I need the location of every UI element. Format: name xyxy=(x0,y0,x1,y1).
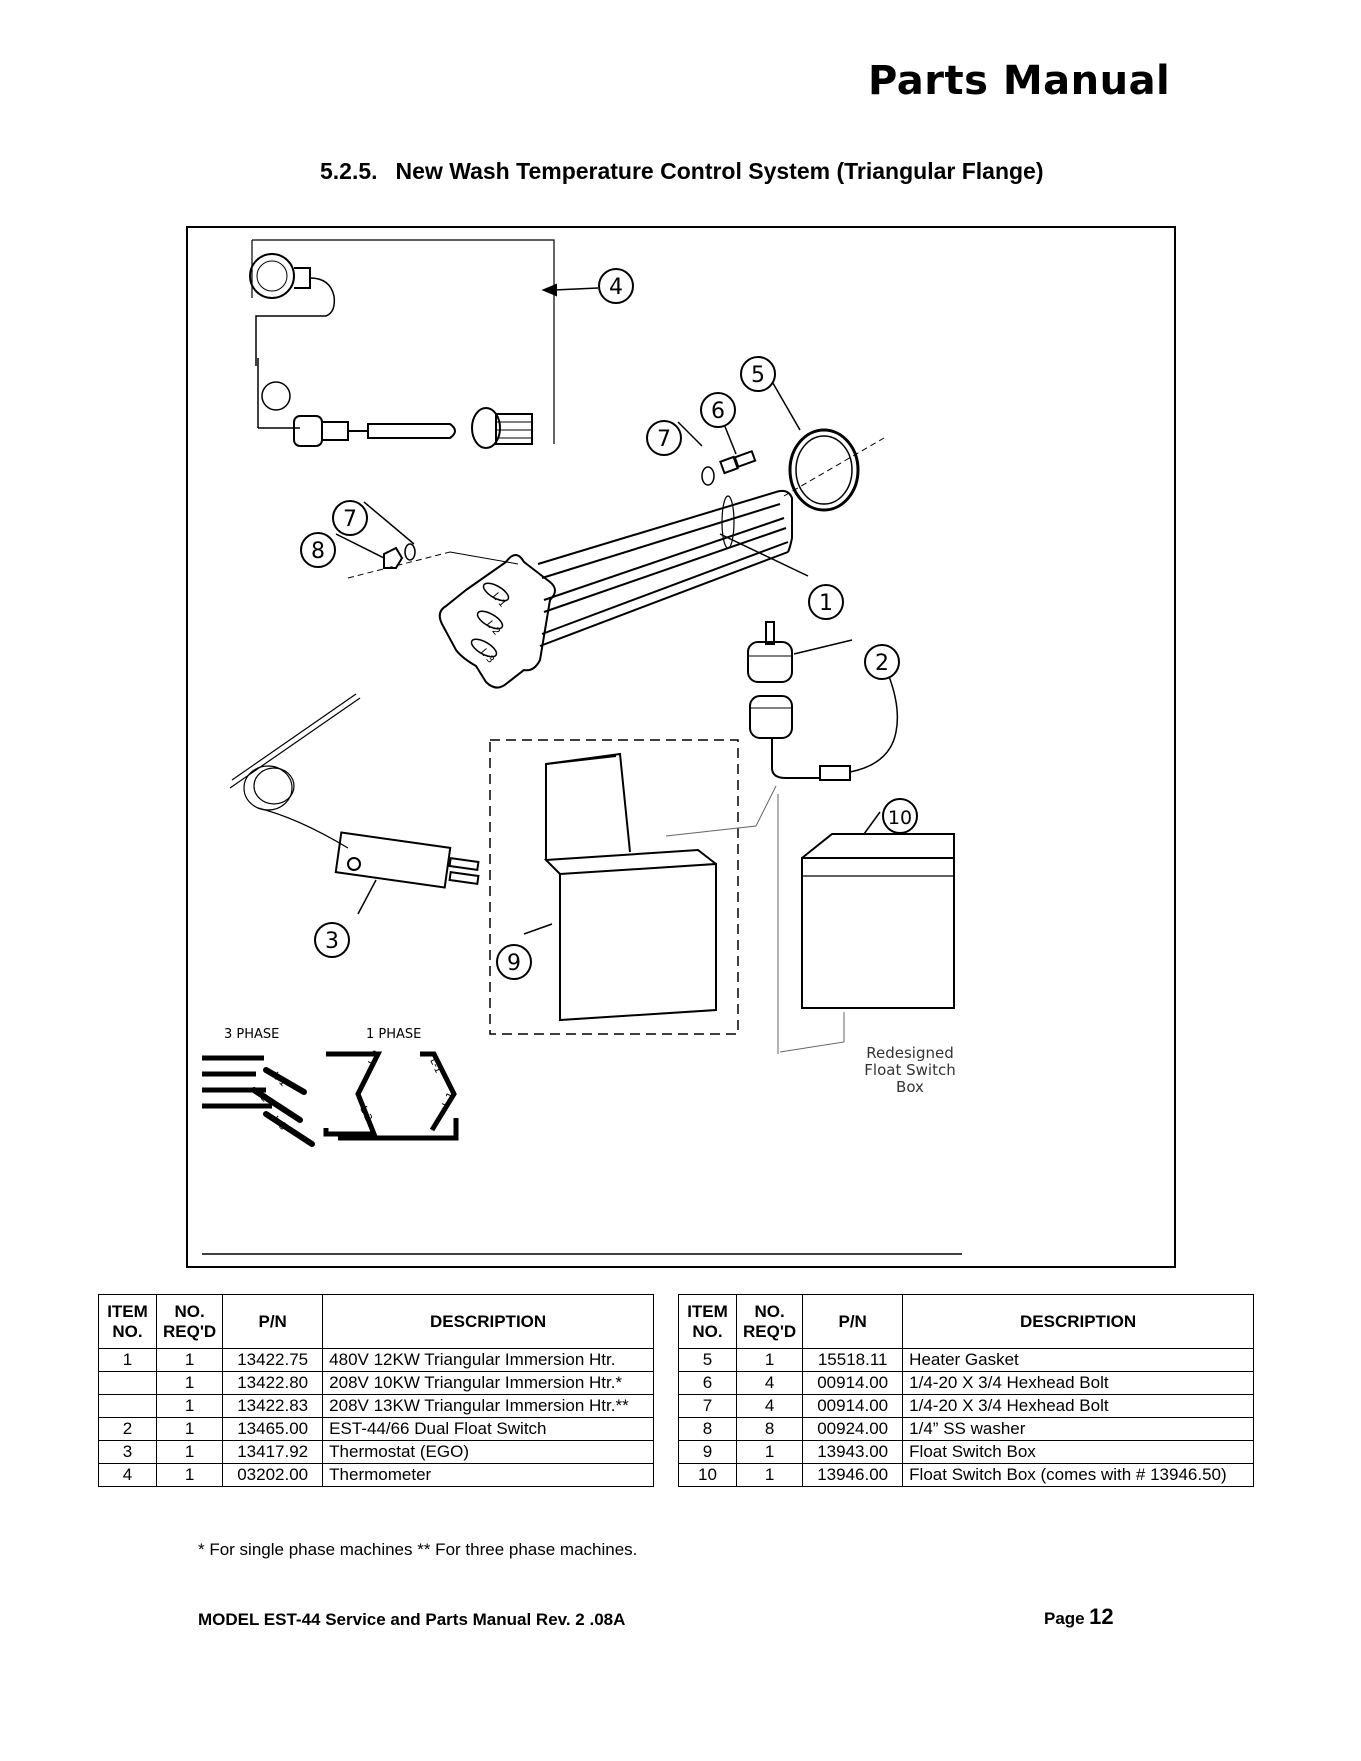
callout-7-left-label: 7 xyxy=(343,507,357,532)
footnote: * For single phase machines ** For three… xyxy=(198,1540,638,1559)
flange-terminal-l3: L-3 xyxy=(478,647,496,666)
table-row: 4 1 03202.00 Thermometer xyxy=(98,1463,654,1487)
table-row: 5 1 15518.11 Heater Gasket xyxy=(678,1348,1254,1372)
table-row: 1 13422.83 208V 13KW Triangular Immersio… xyxy=(98,1394,654,1418)
thermometer-gauge-icon xyxy=(249,253,295,299)
callout-10-label: 10 xyxy=(888,807,912,829)
callout-7-left xyxy=(332,500,368,536)
heater-flange-icon xyxy=(438,554,556,689)
col-desc: DESCRIPTION xyxy=(902,1294,1254,1349)
col-pn: P/N xyxy=(222,1294,324,1349)
one-phase-l2-a: L-2 xyxy=(367,1049,383,1068)
callout-10 xyxy=(882,798,918,834)
redesigned-float-switch-box-icon xyxy=(801,857,955,1009)
one-phase-label: 1 PHASE xyxy=(366,1027,421,1042)
callout-8-label: 8 xyxy=(311,539,325,564)
table-row: 7 4 00914.00 1/4-20 X 3/4 Hexhead Bolt xyxy=(678,1394,1254,1418)
note-line-3: Box xyxy=(896,1078,924,1096)
footer-model: MODEL EST-44 Service and Parts Manual Re… xyxy=(198,1610,626,1629)
callout-6-label: 6 xyxy=(711,399,725,424)
table-row: 2 1 13465.00 EST-44/66 Dual Float Switch xyxy=(98,1417,654,1441)
col-req: NO.REQ'D xyxy=(735,1294,804,1349)
callout-5-label: 5 xyxy=(751,363,765,388)
heater-gasket-icon xyxy=(788,428,860,512)
one-phase-l2-b: L-2 xyxy=(357,1105,373,1124)
table-row: 1 1 13422.75 480V 12KW Triangular Immers… xyxy=(98,1348,654,1372)
flange-terminal-l2: L-2 xyxy=(484,619,502,638)
table-row: 6 4 00914.00 1/4-20 X 3/4 Hexhead Bolt xyxy=(678,1371,1254,1395)
callout-3 xyxy=(314,922,350,958)
callout-2 xyxy=(864,644,900,680)
col-desc: DESCRIPTION xyxy=(322,1294,654,1349)
callout-9 xyxy=(496,944,532,980)
table-row: 10 1 13946.00 Float Switch Box (comes wi… xyxy=(678,1463,1254,1487)
dual-float-switch-icon xyxy=(747,641,793,683)
note-line-2: Float Switch xyxy=(864,1061,955,1079)
exploded-parts-diagram: 4 5 6 7 7 8 1 2 3 9 10 L-1 L-2 L-3 3 PHA… xyxy=(186,226,1176,1268)
callout-7-top xyxy=(646,420,682,456)
page-number: Page 12 xyxy=(1044,1604,1114,1629)
table-row: 1 13422.80 208V 10KW Triangular Immersio… xyxy=(98,1371,654,1395)
callout-6 xyxy=(700,392,736,428)
callout-4-label: 4 xyxy=(609,275,623,300)
callout-9-label: 9 xyxy=(507,951,521,976)
table-row: 8 8 00924.00 1/4” SS washer xyxy=(678,1417,1254,1441)
thermometer-group-outline xyxy=(252,239,555,444)
callout-4 xyxy=(598,268,634,304)
section-heading: 5.2.5. New Wash Temperature Control Syste… xyxy=(320,158,1044,185)
flange-terminal-l1: L-1 xyxy=(490,591,508,610)
table-row: 9 1 13943.00 Float Switch Box xyxy=(678,1440,1254,1464)
col-pn: P/N xyxy=(802,1294,904,1349)
callout-3-label: 3 xyxy=(325,929,339,954)
col-req: NO.REQ'D xyxy=(155,1294,224,1349)
table-row: 3 1 13417.92 Thermostat (EGO) xyxy=(98,1440,654,1464)
float-switch-box-icon xyxy=(559,862,717,1022)
callout-1-label: 1 xyxy=(819,591,833,616)
callout-7-top-label: 7 xyxy=(657,427,671,452)
callout-2-label: 2 xyxy=(875,651,889,676)
note-line-1: Redesigned xyxy=(866,1044,954,1062)
manual-title: Parts Manual xyxy=(868,58,1171,104)
callout-5 xyxy=(740,356,776,392)
callout-1 xyxy=(808,584,844,620)
callout-8 xyxy=(300,532,336,568)
section-title: New Wash Temperature Control System (Tri… xyxy=(395,158,1044,184)
section-number: 5.2.5. xyxy=(320,158,378,184)
thermostat-icon xyxy=(334,831,452,889)
three-phase-label: 3 PHASE xyxy=(224,1027,279,1042)
